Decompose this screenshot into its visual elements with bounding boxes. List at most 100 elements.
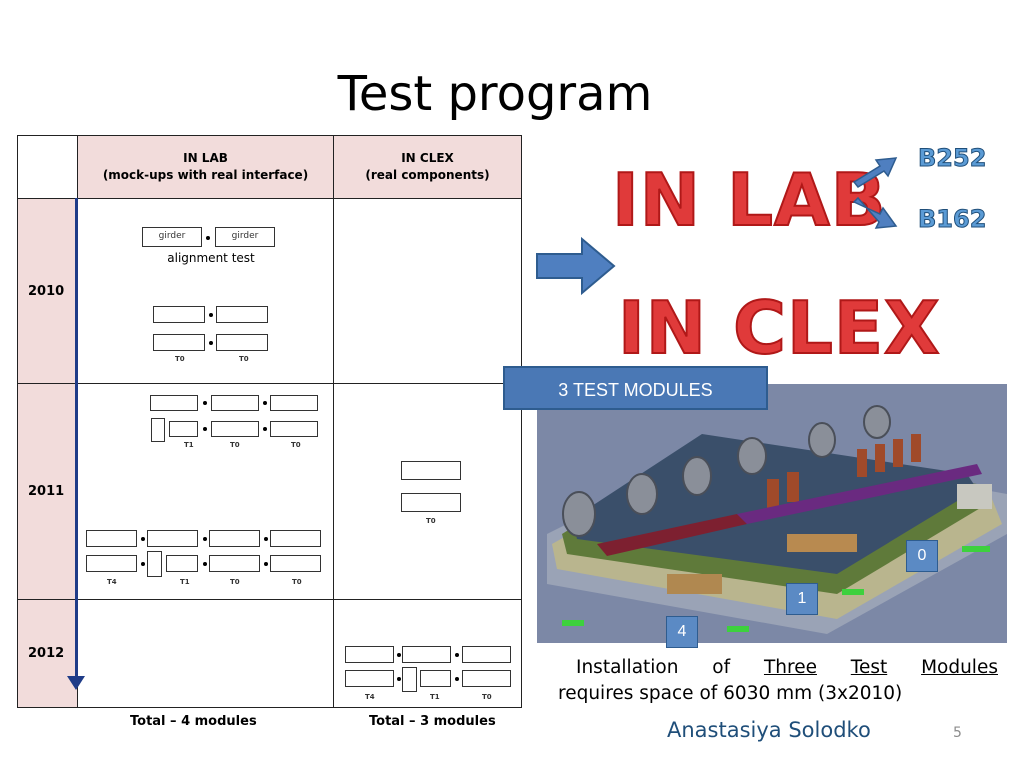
module-box	[270, 395, 318, 411]
lab-2010-cell: girder girder alignment test T0 T0	[77, 198, 334, 384]
t0-label: T0	[175, 355, 185, 363]
module-box	[345, 670, 394, 687]
module-box	[153, 334, 205, 351]
t4-label: T4	[365, 693, 375, 701]
small-module-box	[151, 418, 165, 442]
year-2012: 2012	[17, 599, 78, 708]
module-box	[402, 646, 451, 663]
connector-dot	[209, 313, 213, 317]
girder-box-left: girder	[142, 227, 202, 247]
clex-2012-cell: T4 T1 T0	[333, 599, 522, 708]
module-box	[462, 670, 511, 687]
connector-dot	[397, 677, 401, 681]
module-box	[166, 555, 198, 572]
b162-label: B162	[917, 205, 987, 234]
t0-label: T0	[482, 693, 492, 701]
module-box	[147, 530, 198, 547]
lab-2011-cell: T1 T0 T0 T4 T1 T0 T0	[77, 383, 334, 600]
header-in-clex: IN CLEX (real components)	[333, 135, 522, 199]
connector-dot	[264, 562, 268, 566]
header-in-clex-subtitle: (real components)	[365, 168, 490, 182]
module-box	[209, 555, 260, 572]
connector-dot	[141, 537, 145, 541]
timeline-arrow-line	[75, 198, 78, 686]
t1-label: T1	[430, 693, 440, 701]
module-box	[150, 395, 198, 411]
connector-dot	[203, 427, 207, 431]
alignment-test-label: alignment test	[167, 251, 255, 265]
connector-dot	[206, 236, 210, 240]
test-modules-3d-render	[537, 384, 1007, 643]
small-module-box	[147, 551, 162, 577]
t0-label: T0	[426, 517, 436, 525]
header-in-clex-title: IN CLEX	[401, 151, 454, 165]
module-box	[270, 555, 321, 572]
caption-line-2: requires space of 6030 mm (3x2010)	[558, 683, 903, 704]
module-box	[216, 334, 268, 351]
t4-label: T4	[107, 578, 117, 586]
connector-dot	[203, 537, 207, 541]
module-box	[420, 670, 451, 687]
test-modules-banner: 3 TEST MODULES	[503, 366, 768, 410]
t1-label: T1	[180, 578, 190, 586]
t0-label: T0	[292, 578, 302, 586]
installation-caption: Installation of Three Test Modules requi…	[558, 655, 998, 707]
arrow-up-right-icon	[852, 157, 898, 188]
in-clex-heading: IN CLEX	[617, 285, 941, 371]
module-box	[345, 646, 394, 663]
header-in-lab-subtitle: (mock-ups with real interface)	[102, 168, 309, 182]
t0-label: T0	[291, 441, 301, 449]
connector-dot	[203, 401, 207, 405]
module-box	[270, 530, 321, 547]
connector-dot	[455, 677, 459, 681]
author-name: Anastasiya Solodko	[667, 718, 871, 742]
connector-dot	[455, 653, 459, 657]
caption-word: Installation	[576, 657, 679, 678]
module-box	[401, 493, 461, 512]
b252-label: B252	[917, 144, 987, 173]
module-box	[86, 555, 137, 572]
arrow-down-right-icon	[852, 196, 898, 229]
year-2010: 2010	[17, 198, 78, 384]
t0-label: T0	[230, 441, 240, 449]
clex-2010-cell	[333, 198, 522, 384]
page-number: 5	[953, 725, 962, 741]
connector-dot	[397, 653, 401, 657]
module-box	[462, 646, 511, 663]
module-render-image	[537, 384, 1007, 643]
caption-underlined-word: Three	[763, 657, 817, 678]
module-box	[209, 530, 260, 547]
lab-2012-cell	[77, 599, 334, 708]
connector-dot	[141, 562, 145, 566]
timeline-arrow-head	[67, 676, 85, 690]
t0-label: T0	[230, 578, 240, 586]
caption-line-1: Installation of Three Test Modules	[558, 655, 998, 681]
t1-label: T1	[184, 441, 194, 449]
girder-box-right: girder	[215, 227, 275, 247]
caption-word: of	[712, 657, 731, 678]
connector-dot	[264, 537, 268, 541]
right-arrow-icon	[536, 236, 616, 296]
caption-underlined-word: Modules	[921, 657, 998, 678]
module-box	[153, 306, 205, 323]
caption-underlined-word: Test	[850, 657, 888, 678]
module-box	[169, 421, 198, 437]
connector-dot	[263, 427, 267, 431]
module-number-1: 1	[786, 583, 818, 615]
test-program-table: IN LAB (mock-ups with real interface) IN…	[17, 135, 522, 708]
year-2011: 2011	[17, 383, 78, 600]
module-box	[401, 461, 461, 480]
module-box	[86, 530, 137, 547]
in-lab-heading: IN LAB	[611, 157, 887, 243]
module-box	[211, 421, 259, 437]
module-number-4: 4	[666, 616, 698, 648]
connector-dot	[203, 562, 207, 566]
module-box	[216, 306, 268, 323]
total-lab: Total – 4 modules	[130, 714, 257, 729]
slide-title: Test program	[337, 66, 653, 122]
module-box	[270, 421, 318, 437]
total-clex: Total – 3 modules	[369, 714, 496, 729]
clex-2011-cell: T0	[333, 383, 522, 600]
module-number-0: 0	[906, 540, 938, 572]
header-in-lab-title: IN LAB	[183, 151, 228, 165]
